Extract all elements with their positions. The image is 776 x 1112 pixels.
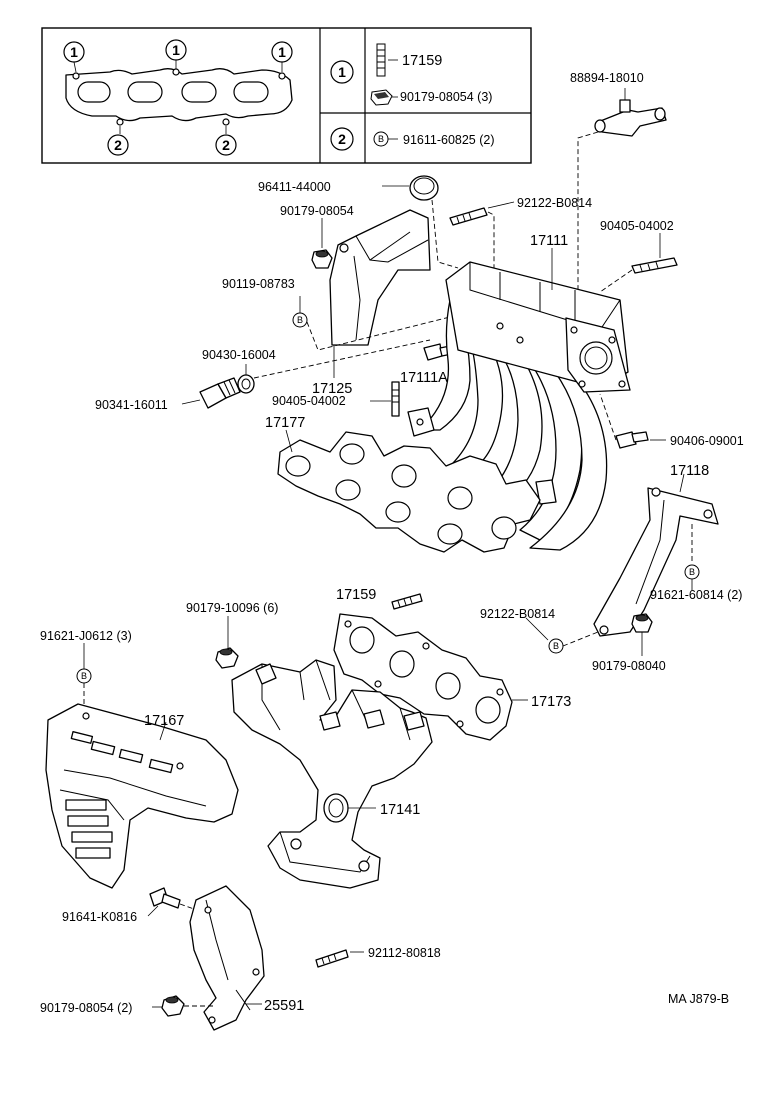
label-92112-80818: 92112-80818	[368, 946, 441, 960]
label-90179-10096: 90179-10096 (6)	[186, 601, 278, 615]
svg-text:2: 2	[114, 137, 122, 153]
svg-text:B: B	[378, 134, 384, 144]
nut-top-drawing	[311, 249, 333, 269]
legend-part-91611-60825: 91611-60825 (2)	[403, 133, 495, 147]
legend-row1-symbol: 1	[330, 60, 354, 84]
stud-right-drawing	[631, 257, 678, 274]
legend-box: 1 1 1 2 2 1 17159	[41, 27, 532, 164]
heat-insulator-17167-drawing	[45, 703, 239, 889]
exhaust-gasket-17173-drawing	[333, 613, 513, 741]
legend-part-17159: 17159	[402, 53, 442, 69]
label-90119-08783: 90119-08783	[222, 277, 295, 291]
gasket-marker-2-right: 2	[215, 134, 237, 156]
svg-text:1: 1	[172, 42, 180, 58]
label-88894-18010: 88894-18010	[570, 71, 644, 85]
stud-17159-drawing	[391, 593, 423, 610]
label-17159: 17159	[336, 587, 376, 603]
label-90406-09001: 90406-09001	[670, 434, 744, 448]
legend-b-marker: B	[373, 131, 389, 147]
plug-cap-drawing	[409, 175, 439, 201]
label-90179-08054-top: 90179-08054	[280, 204, 354, 218]
label-91621-j0612: 91621-J0612 (3)	[40, 629, 132, 643]
b-marker-91621-j0612: B	[76, 668, 92, 684]
svg-text:2: 2	[338, 131, 346, 147]
label-17111: 17111	[530, 233, 568, 249]
legend-part-90179-08054: 90179-08054 (3)	[400, 90, 492, 104]
label-90405-04002-right: 90405-04002	[600, 219, 674, 233]
stud-icon	[376, 43, 386, 77]
gasket-marker-1-center: 1	[165, 39, 187, 61]
legend-gasket-drawing	[65, 60, 293, 134]
nut-icon	[370, 89, 393, 106]
svg-text:1: 1	[278, 44, 286, 60]
label-17141: 17141	[380, 802, 420, 818]
svg-text:B: B	[81, 671, 87, 681]
label-17118: 17118	[670, 463, 709, 479]
svg-text:B: B	[297, 315, 303, 325]
drain-plug-drawing	[199, 377, 241, 409]
svg-text:1: 1	[338, 64, 346, 80]
nut-90179-10096-drawing	[215, 647, 239, 669]
stud-top-drawing	[449, 207, 488, 226]
legend-row2-symbol: 2	[330, 127, 354, 151]
label-17173: 17173	[531, 694, 571, 710]
svg-text:B: B	[689, 567, 695, 577]
stud-mid-drawing	[391, 381, 400, 417]
diagram-code: MA J879-B	[668, 992, 729, 1006]
heat-insulator-17125-drawing	[329, 209, 431, 346]
label-90430-16004: 90430-16004	[202, 348, 276, 362]
b-marker-91621-60814: B	[684, 564, 700, 580]
label-92122-b0814-mid: 92122-B0814	[480, 607, 555, 621]
vacuum-fitting-drawing	[594, 99, 667, 137]
bracket-17118-drawing	[593, 487, 719, 637]
exhaust-manifold-17141-drawing	[231, 659, 433, 889]
label-90405-04002-mid: 90405-04002	[272, 394, 346, 408]
svg-text:1: 1	[70, 44, 78, 60]
bolt-90406-drawing	[615, 431, 649, 449]
label-17125: 17125	[312, 381, 352, 397]
label-17167: 17167	[144, 713, 184, 729]
label-90179-08040: 90179-08040	[592, 659, 666, 673]
b-marker-90119: B	[292, 312, 308, 328]
label-25591: 25591	[264, 998, 304, 1014]
label-91641-k0816: 91641-K0816	[62, 910, 137, 924]
heat-insulator-25591-drawing	[189, 885, 265, 1031]
label-91621-60814: 91621-60814 (2)	[650, 588, 742, 602]
label-90341-16011: 90341-16011	[95, 398, 168, 412]
washer-drawing	[237, 374, 255, 394]
nut-90179-08040-drawing	[631, 613, 653, 633]
svg-text:2: 2	[222, 137, 230, 153]
intake-manifold-17111-drawing	[277, 261, 631, 553]
gasket-marker-1-left: 1	[63, 41, 85, 63]
label-92122-b0814-top: 92122-B0814	[517, 196, 592, 210]
stud-92112-drawing	[315, 949, 349, 968]
label-90179-08054-bottom: 90179-08054 (2)	[40, 1001, 132, 1015]
gasket-marker-2-left: 2	[107, 134, 129, 156]
gasket-marker-1-right: 1	[271, 41, 293, 63]
label-96411-44000: 96411-44000	[258, 180, 331, 194]
nut-bottom-drawing	[161, 995, 185, 1017]
label-17177: 17177	[265, 415, 305, 431]
b-marker-92122-mid: B	[548, 638, 564, 654]
label-17111a: 17111A	[400, 370, 448, 386]
bolt-91641-drawing	[149, 887, 181, 909]
svg-text:B: B	[553, 641, 559, 651]
